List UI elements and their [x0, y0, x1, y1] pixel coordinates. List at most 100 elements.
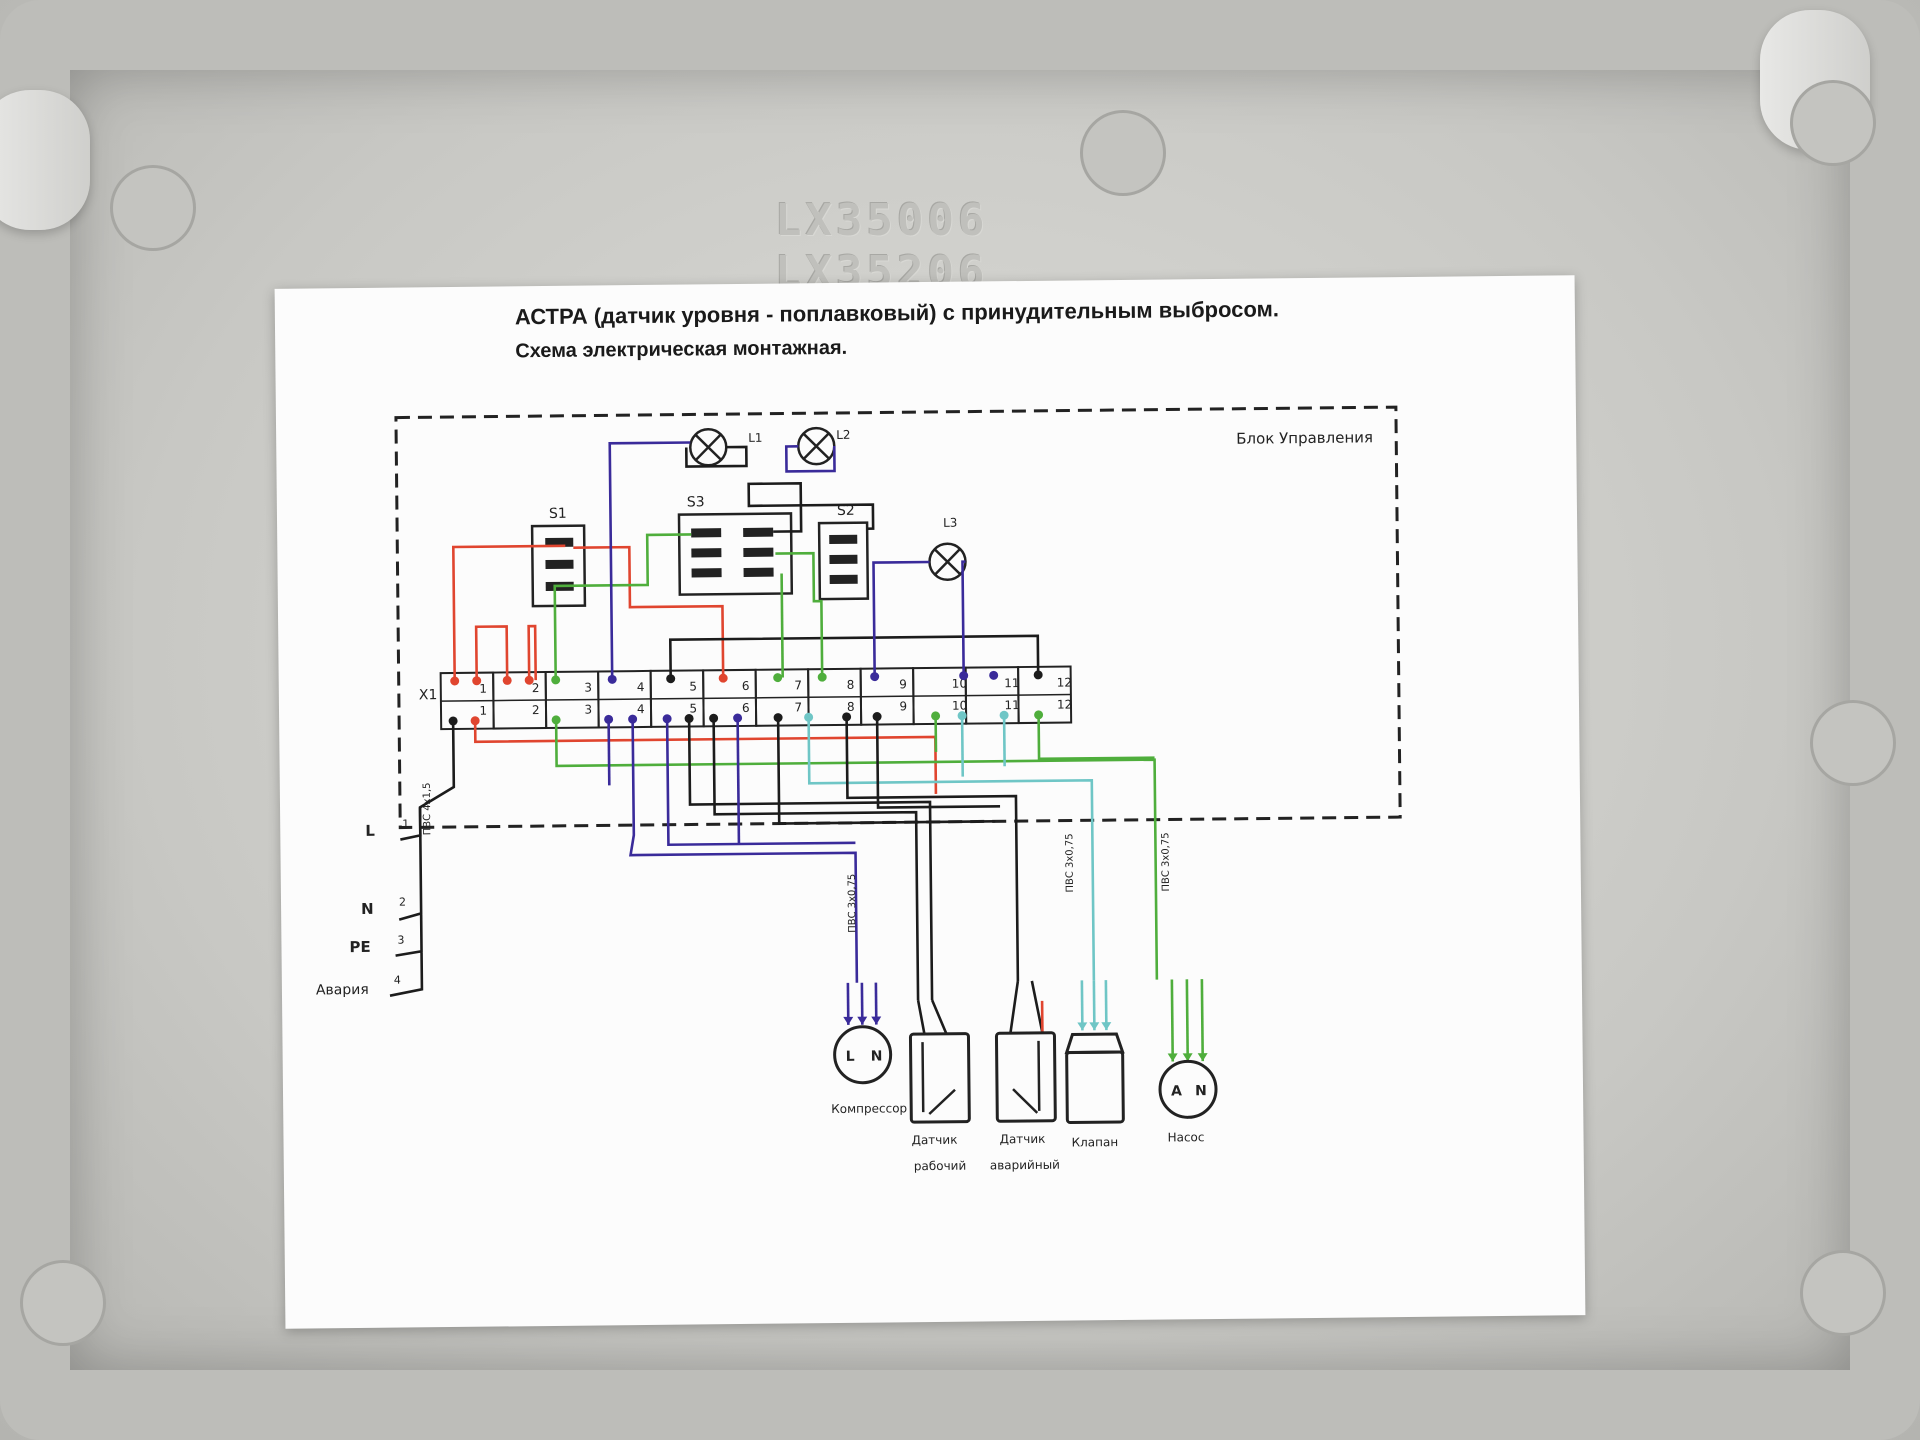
wire-lead [1080, 980, 1084, 1031]
terminal-number: 12 [1057, 676, 1072, 690]
power-cable-label: ПВС 4х1,5 [422, 782, 434, 835]
wire-lead [1185, 979, 1190, 1062]
lamp-l3-label: L3 [943, 516, 957, 530]
mounting-hole [1810, 700, 1896, 786]
compressor-label: Компрессор [831, 1101, 907, 1116]
terminal-screw [472, 676, 482, 686]
terminal-number: 3 [584, 703, 592, 717]
wire-black [916, 999, 948, 1035]
arrow-icon [1101, 1022, 1112, 1031]
wire-green [554, 719, 1159, 980]
arrow-icon [1167, 1053, 1178, 1062]
wire-cyan [960, 715, 965, 777]
pump-terminal-n: N [1195, 1083, 1207, 1099]
power-wire-number: 1 [402, 817, 409, 830]
arrow-icon [1089, 1022, 1100, 1031]
wire-red [474, 625, 509, 681]
power-input-terminals: L N PE Авария 1 2 3 4 ПВС 4х1,5 [316, 782, 434, 999]
terminal-number: 7 [794, 678, 802, 692]
wire-green [1037, 714, 1155, 761]
wire-blue [608, 441, 691, 680]
sensor-working-device: Датчик рабочий [908, 1032, 971, 1174]
wire-black [668, 634, 1040, 679]
pump-cable-label: ПВС 3х0,75 [1160, 832, 1172, 891]
terminal-number: 2 [532, 703, 540, 717]
terminal-block-label: X1 [419, 687, 438, 703]
power-wire-number: 3 [397, 934, 404, 947]
terminal-number: 6 [742, 679, 750, 693]
terminal-screw [957, 711, 967, 721]
switch-s1: S1 [530, 506, 587, 608]
arrow-icon [871, 1016, 882, 1025]
compressor-terminal-n: N [871, 1049, 883, 1065]
wire-black [684, 445, 748, 468]
terminal-number: 1 [479, 704, 487, 718]
terminal-number: 9 [899, 699, 907, 713]
wire-lead [1092, 980, 1096, 1031]
input-pe-label: PE [349, 938, 370, 956]
sensor-alarm-device: Датчик аварийный [990, 1031, 1060, 1173]
mounting-hole [1080, 110, 1166, 196]
terminal-number: 7 [794, 700, 802, 714]
lamp-l1-label: L1 [748, 431, 762, 445]
terminal-number: 12 [1057, 698, 1072, 712]
mounting-hole [110, 165, 196, 251]
wire-blue [736, 717, 741, 845]
wire-blue [961, 560, 966, 676]
wire-cyan [1002, 715, 1006, 767]
switch-s3-label: S3 [687, 494, 705, 510]
wire-green [775, 551, 824, 678]
lamp-l3: L3 [928, 516, 967, 582]
wire-lead [1170, 979, 1175, 1062]
valve-cable-label: ПВС 3х0,75 [1064, 833, 1076, 892]
wire-black [875, 716, 1001, 809]
sensor-working-label: рабочий [914, 1159, 967, 1174]
wiring-paths [389, 441, 1208, 1062]
wire-blue [629, 719, 859, 983]
valve-label: Клапан [1072, 1135, 1119, 1149]
compressor-cable-label: ПВС 3х0,75 [847, 874, 859, 933]
wire-black [845, 716, 1020, 982]
pump-terminal-a: A [1171, 1083, 1182, 1099]
mounting-hole [20, 1260, 106, 1346]
wire-black [1009, 980, 1044, 1034]
wire-green [780, 573, 784, 678]
terminal-number: 6 [742, 701, 750, 715]
terminal-screw [773, 673, 783, 683]
compressor-device: L N Компрессор [831, 1025, 907, 1116]
lamp-l2-label: L2 [836, 428, 850, 442]
valve-device: Клапан [1064, 1032, 1125, 1150]
wire-blue [784, 445, 836, 473]
terminal-number: 10 [952, 677, 967, 691]
wire-blue [607, 719, 611, 786]
control-unit-label: Блок Управления [1236, 428, 1373, 447]
terminal-number: 5 [689, 679, 697, 693]
control-unit-boundary [394, 405, 1402, 830]
terminal-screw [804, 712, 814, 722]
arrow-icon [843, 1016, 854, 1025]
sensor-alarm-label: аварийный [990, 1158, 1060, 1173]
wire-black [389, 807, 424, 997]
terminal-number: 10 [952, 699, 967, 713]
input-alarm-label: Авария [316, 982, 369, 999]
terminal-number: 4 [637, 702, 645, 716]
sensor-alarm-label: Датчик [999, 1132, 1045, 1146]
mounting-hole [1790, 80, 1876, 166]
wire-black [747, 482, 875, 533]
input-l-label: L [365, 822, 375, 840]
terminal-number: 8 [847, 700, 855, 714]
terminal-screw [989, 670, 999, 680]
wire-lead [1200, 979, 1205, 1062]
power-wire-number: 4 [394, 974, 401, 987]
switch-s1-label: S1 [549, 506, 567, 522]
mounting-hole [1800, 1250, 1886, 1336]
wire-cyan [807, 717, 1096, 981]
wire-red [527, 624, 538, 681]
wire-black [687, 718, 934, 1001]
lamp-l2: L2 [797, 426, 851, 466]
arrow-icon [1077, 1022, 1088, 1031]
wire-black [776, 717, 996, 825]
wiring-diagram: Блок Управления S1 S3 S2 [316, 405, 1402, 1174]
arrow-icon [1182, 1053, 1193, 1062]
terminal-number: 11 [1004, 698, 1019, 712]
